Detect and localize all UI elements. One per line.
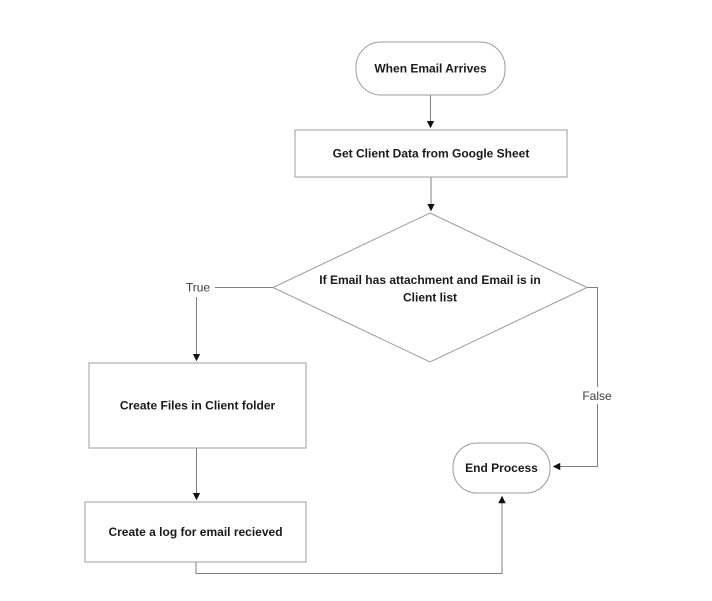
decision-node — [271, 212, 589, 363]
edge-createlog-to-end — [195, 495, 506, 574]
process-get-client-data-label: Get Client Data from Google Sheet — [333, 147, 530, 161]
end-node-label: End Process — [465, 461, 538, 475]
decision-label-line1: If Email has attachment and Email is in — [319, 273, 540, 287]
true-label: True — [186, 281, 211, 295]
end-node — [452, 442, 551, 494]
decision-label-line2: Client list — [403, 291, 457, 305]
process-get-client-data — [294, 129, 568, 178]
false-label-mask — [580, 387, 615, 404]
process-create-log-label: Create a log for email recieved — [108, 525, 282, 539]
edge-false-branch — [552, 287, 598, 471]
true-label-mask — [182, 279, 215, 295]
start-node-label: When Email Arrives — [374, 62, 487, 76]
start-node — [355, 41, 506, 96]
false-label: False — [582, 389, 612, 403]
process-create-files — [88, 362, 307, 449]
process-create-files-label: Create Files in Client folder — [120, 399, 276, 413]
process-create-log — [84, 501, 307, 563]
